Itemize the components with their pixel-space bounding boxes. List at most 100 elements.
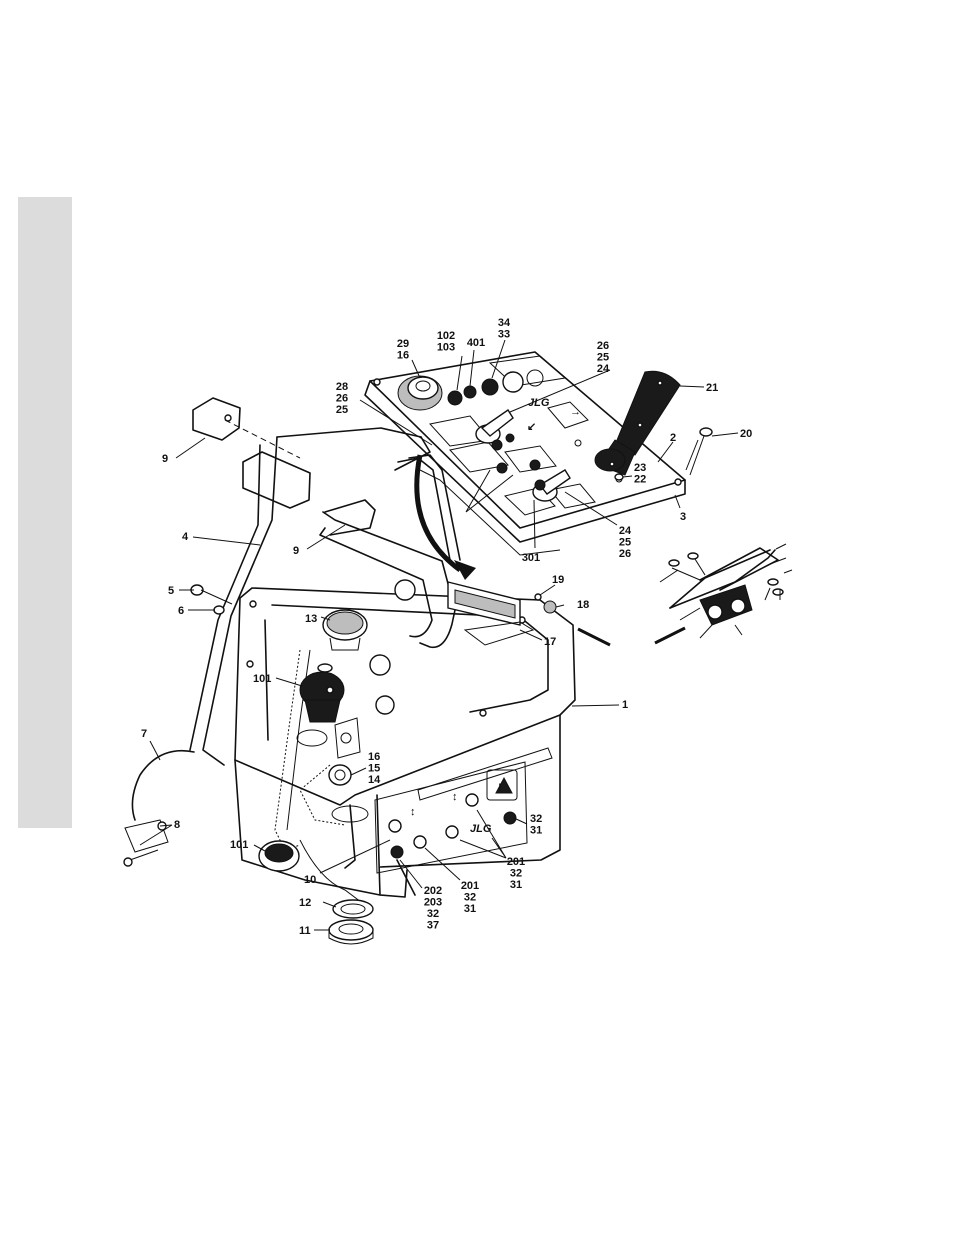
callout-number: 301 xyxy=(522,552,540,564)
callout-number: 32 xyxy=(510,868,522,880)
switch-34 xyxy=(482,379,498,395)
callout-number: 13 xyxy=(305,613,317,625)
callout-number: 22 xyxy=(634,474,646,486)
callout-18: 18 xyxy=(577,599,589,611)
callout-number: 16 xyxy=(397,350,409,362)
connector-13 xyxy=(323,610,367,650)
svg-text:!: ! xyxy=(498,782,502,794)
callout-number: 401 xyxy=(467,337,485,349)
callout-7: 7 xyxy=(141,728,147,740)
callout-number: 12 xyxy=(299,897,311,909)
callout-number: 3 xyxy=(680,511,686,523)
break-line-right xyxy=(655,628,685,643)
keyhole-plate xyxy=(335,718,360,758)
callout-number: 6 xyxy=(178,605,184,617)
callout-number: 29 xyxy=(397,338,409,350)
bushing-16-15-14 xyxy=(329,765,351,785)
callout-number: 25 xyxy=(619,537,631,549)
callout-number: 102 xyxy=(437,330,455,342)
callout-number: 20 xyxy=(740,428,752,440)
callout-24-25-26: 242526 xyxy=(619,525,632,560)
callout-number: 203 xyxy=(424,897,442,909)
callout-number: 34 xyxy=(498,317,511,329)
callout-number: 26 xyxy=(597,340,609,352)
callout-9a: 9 xyxy=(162,453,168,465)
callout-number: 32 xyxy=(427,908,439,920)
callout-20: 20 xyxy=(740,428,752,440)
callout-5: 5 xyxy=(168,585,174,597)
svg-text:↕: ↕ xyxy=(452,791,458,803)
callout-number: 7 xyxy=(141,728,147,740)
svg-text:→: → xyxy=(570,406,581,418)
callout-9b: 9 xyxy=(293,545,299,557)
callout-number: 21 xyxy=(706,382,718,394)
callout-23-22: 2322 xyxy=(634,462,646,486)
callout-number: 9 xyxy=(162,453,168,465)
callout-6: 6 xyxy=(178,605,184,617)
joystick-21 xyxy=(595,371,680,475)
assembly-arrow xyxy=(417,455,476,580)
callout-number: 2 xyxy=(670,432,676,444)
callout-401: 401 xyxy=(467,337,485,349)
callout-number: 201 xyxy=(507,856,525,868)
callout-number: 31 xyxy=(510,879,522,891)
lanyard-cable xyxy=(124,751,194,866)
callout-number: 8 xyxy=(174,819,180,831)
callout-number: 31 xyxy=(464,903,476,915)
callout-number: 37 xyxy=(427,920,439,932)
callout-number: 11 xyxy=(299,925,311,937)
callout-1: 1 xyxy=(622,699,628,711)
svg-text:↙: ↙ xyxy=(527,421,536,433)
callout-21: 21 xyxy=(706,382,718,394)
callout-number: 101 xyxy=(253,673,271,685)
callout-number: 26 xyxy=(336,393,348,405)
callout-number: 9 xyxy=(293,545,299,557)
terminal-block-assembly xyxy=(660,544,792,638)
callout-101a: 101 xyxy=(253,673,271,685)
callout-number: 14 xyxy=(368,774,381,786)
toggle-switch-upper xyxy=(476,410,514,450)
nut-18 xyxy=(544,601,556,613)
callout-3: 3 xyxy=(680,511,686,523)
washer-6 xyxy=(214,606,224,614)
callout-19: 19 xyxy=(552,574,564,586)
screw-5 xyxy=(191,585,232,604)
callout-4: 4 xyxy=(182,531,189,543)
nut-11 xyxy=(329,920,373,944)
callout-number: 26 xyxy=(619,548,631,560)
callout-number: 101 xyxy=(230,839,248,851)
break-line-left xyxy=(578,629,610,645)
callout-number: 18 xyxy=(577,599,589,611)
callout-number: 15 xyxy=(368,763,380,775)
callout-number: 25 xyxy=(597,352,609,364)
callout-number: 32 xyxy=(464,892,476,904)
callout-number: 17 xyxy=(544,636,556,648)
switch-102 xyxy=(448,391,462,405)
callout-16-15-14: 161514 xyxy=(368,751,381,786)
switch-401 xyxy=(464,386,476,398)
callout-number: 25 xyxy=(336,404,348,416)
callout-number: 31 xyxy=(530,825,542,837)
callout-number: 1 xyxy=(622,699,628,711)
callout-number: 202 xyxy=(424,885,442,897)
callout-number: 33 xyxy=(498,329,510,341)
panel-control-knob-29 xyxy=(398,376,442,410)
callout-number: 32 xyxy=(530,813,542,825)
callout-number: 103 xyxy=(437,342,455,354)
callout-17: 17 xyxy=(544,636,556,648)
callout-number: 19 xyxy=(552,574,564,586)
callout-2: 2 xyxy=(670,432,676,444)
fastener-23-22 xyxy=(615,474,623,480)
cap-101 xyxy=(259,841,299,871)
screw-20 xyxy=(686,428,712,475)
washer-12 xyxy=(333,900,373,918)
